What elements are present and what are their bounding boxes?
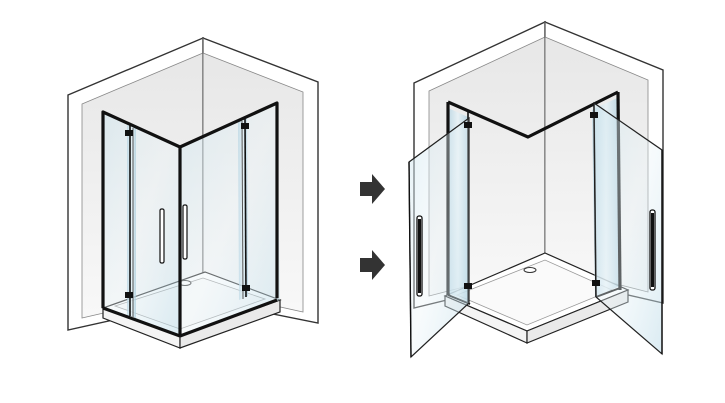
transition-arrows — [360, 174, 385, 280]
black-frame — [101, 101, 279, 338]
hinge — [242, 285, 250, 291]
shower-tray — [443, 252, 630, 344]
open-door-left — [408, 116, 470, 359]
handle — [182, 204, 188, 260]
door-hinges — [125, 123, 250, 298]
arrow-right-icon — [360, 250, 385, 280]
open-door-right — [593, 101, 663, 356]
hinge — [125, 130, 133, 136]
handle-bar — [651, 213, 654, 287]
hinge — [241, 123, 249, 129]
arrow-right-icon — [360, 174, 385, 204]
open-state-illustration — [408, 20, 664, 359]
door-handles — [159, 204, 188, 264]
closed-state-illustration — [67, 36, 319, 349]
hinge — [464, 283, 472, 289]
hinge — [592, 280, 600, 286]
handle — [159, 208, 165, 264]
door-hinges — [464, 112, 600, 289]
glass-panels — [103, 103, 280, 336]
hinge — [125, 292, 133, 298]
hinge — [590, 112, 598, 118]
hinge — [464, 122, 472, 128]
handle-bar — [418, 219, 421, 293]
